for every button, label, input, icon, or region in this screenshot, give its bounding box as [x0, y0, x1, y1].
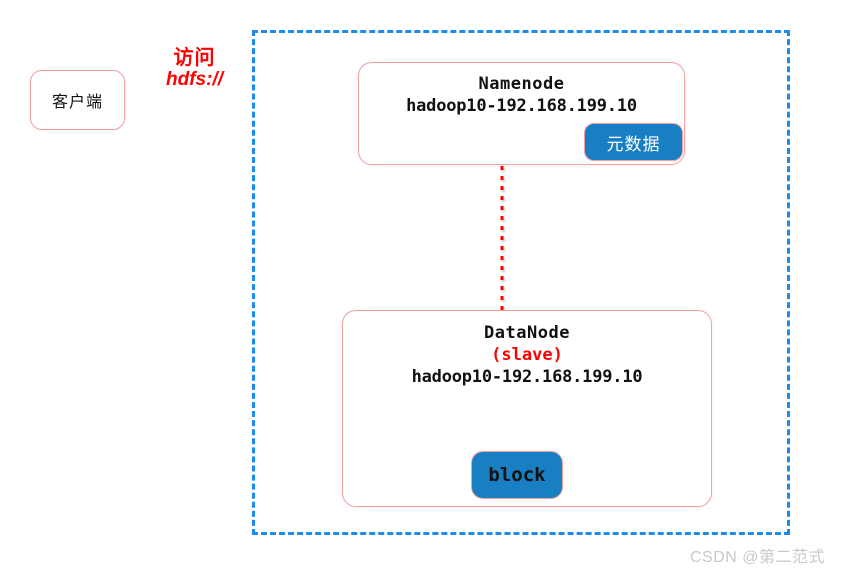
cluster-boundary — [252, 30, 790, 535]
datanode-node[interactable]: DataNode (slave) hadoop10-192.168.199.10… — [342, 310, 712, 507]
block-badge-label: block — [488, 464, 546, 486]
namenode-host: hadoop10-192.168.199.10 — [406, 96, 637, 116]
access-label: 访问 hdfs:// — [165, 46, 225, 91]
access-label-line1: 访问 — [172, 46, 216, 70]
datanode-role: (slave) — [491, 345, 563, 365]
client-node[interactable]: 客户端 — [30, 70, 125, 130]
metadata-badge-label: 元数据 — [606, 134, 661, 154]
namenode-node[interactable]: Namenode hadoop10-192.168.199.10 元数据 — [358, 62, 685, 165]
client-node-label: 客户端 — [51, 94, 103, 111]
access-label-line2: hdfs:// — [165, 68, 225, 91]
block-badge[interactable]: block — [471, 451, 563, 499]
metadata-badge[interactable]: 元数据 — [584, 123, 683, 161]
datanode-title: DataNode — [484, 323, 570, 343]
datanode-host: hadoop10-192.168.199.10 — [411, 367, 643, 387]
namenode-title: Namenode — [478, 74, 565, 94]
watermark: CSDN @第二范式 — [689, 549, 825, 566]
